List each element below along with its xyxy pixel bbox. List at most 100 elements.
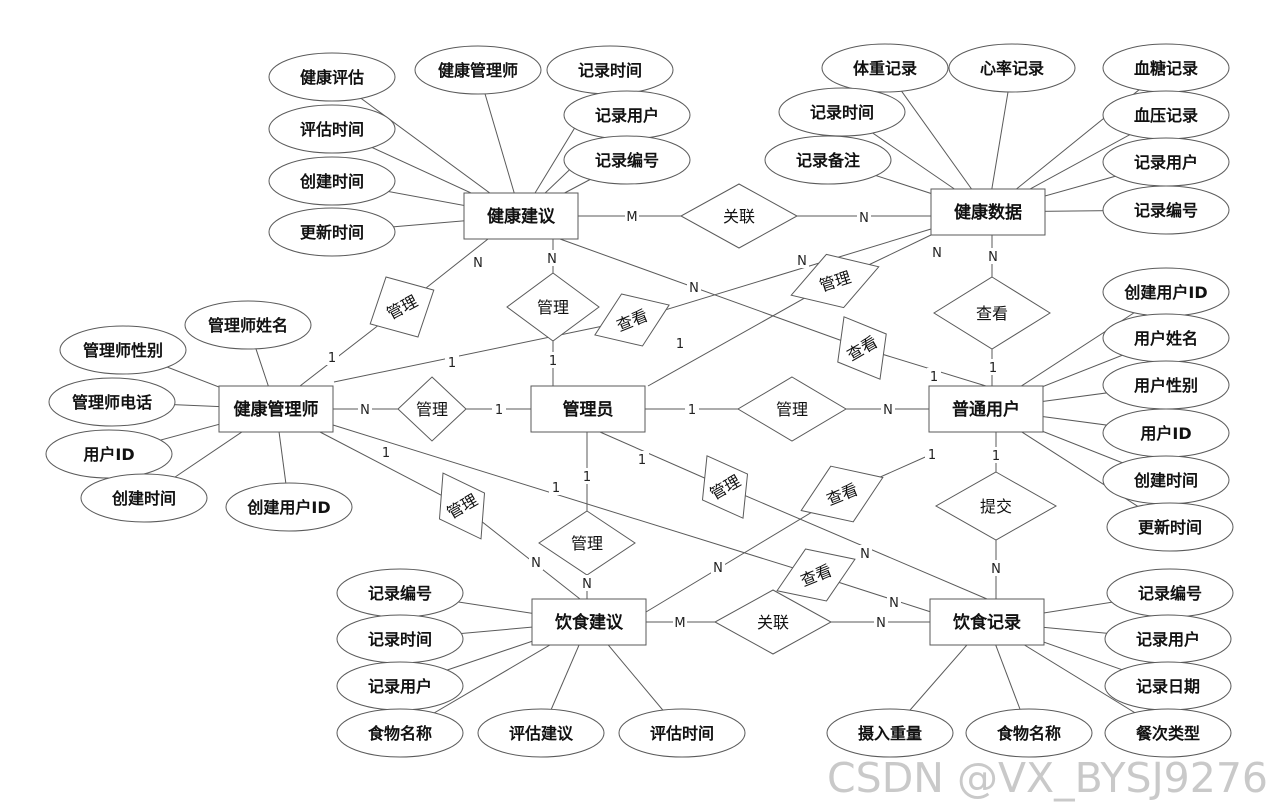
entity-ysjl[interactable]: 饮食记录 [929,598,1045,646]
attribute[interactable]: 食物名称 [965,708,1093,758]
cardinality-label: 1 [549,354,557,369]
attribute[interactable]: 记录用户 [563,90,691,140]
relationship[interactable]: 管理 [538,510,636,576]
relationship[interactable]: 查看 [790,450,894,539]
attribute[interactable]: 体重记录 [821,43,949,93]
relationship[interactable]: 关联 [713,589,833,655]
attribute[interactable]: 创建用户ID [1102,267,1230,317]
attribute-label: 记录编号 [1134,201,1198,220]
attribute[interactable]: 记录备注 [764,135,892,185]
relationship-diamond [679,183,799,249]
relationship[interactable]: 管理 [354,260,449,354]
attribute-label: 更新时间 [1138,518,1202,537]
attribute[interactable]: 管理师姓名 [184,300,312,350]
attribute[interactable]: 用户性别 [1102,360,1230,410]
attribute[interactable]: 管理师电话 [48,377,176,427]
attribute[interactable]: 记录编号 [336,568,464,618]
relationship[interactable]: 管理 [684,443,765,531]
relationship[interactable]: 查看 [584,279,679,361]
attribute-label: 更新时间 [300,223,364,242]
attribute-ellipse [563,135,691,185]
cardinality-bg [887,594,901,610]
attribute[interactable]: 食物名称 [336,708,464,758]
attribute-label: 用户ID [83,445,134,464]
attribute[interactable]: 记录时间 [546,45,674,95]
attribute[interactable]: 管理师性别 [59,325,187,375]
attribute[interactable]: 记录用户 [336,661,464,711]
entity-gly[interactable]: 管理员 [530,385,646,433]
relationship[interactable]: 管理 [506,272,600,342]
attribute-label: 食物名称 [996,724,1061,743]
relationship-link [647,234,932,387]
attribute[interactable]: 记录编号 [563,135,691,185]
relationship[interactable]: 管理 [397,376,467,442]
attribute[interactable]: 更新时间 [1106,502,1234,552]
attribute-ellipse [1102,185,1230,235]
entity-label: 健康建议 [487,206,556,227]
attribute[interactable]: 创建时间 [268,156,396,206]
attribute-ellipse [764,135,892,185]
relationship-label: 管理 [416,400,448,419]
attribute[interactable]: 更新时间 [268,207,396,257]
relationship-label: 提交 [980,497,1012,516]
attribute[interactable]: 评估时间 [268,104,396,154]
relationship[interactable]: 查看 [767,533,866,616]
attribute-ellipse [48,377,176,427]
entity-ysjy[interactable]: 饮食建议 [531,598,647,646]
relationship[interactable]: 查看 [933,276,1051,350]
entity-label: 健康数据 [954,202,1022,223]
attribute[interactable]: 餐次类型 [1104,708,1232,758]
relationship-label: 查看 [976,304,1008,323]
attribute[interactable]: 记录编号 [1102,185,1230,235]
attribute[interactable]: 创建时间 [80,473,208,523]
attribute-ellipse [778,87,906,137]
relationship-diamond [506,272,600,342]
attribute[interactable]: 心率记录 [948,43,1076,93]
attribute-label: 记录用户 [1134,153,1198,172]
attribute[interactable]: 用户ID [45,429,173,479]
attribute-label: 管理师性别 [83,341,163,360]
relationship[interactable]: 查看 [820,303,904,393]
attribute[interactable]: 用户姓名 [1102,313,1230,363]
cardinality-bg [711,559,725,575]
attribute[interactable]: 记录时间 [778,87,906,137]
attribute-ellipse [80,473,208,523]
entity-box [929,598,1045,646]
attribute[interactable]: 创建用户ID [225,482,353,532]
attribute[interactable]: 记录时间 [336,614,464,664]
cardinality-bg [358,401,372,417]
attribute[interactable]: 创建时间 [1102,455,1230,505]
cardinality-label: N [360,403,370,418]
attribute[interactable]: 用户ID [1102,408,1230,458]
cardinality-bg [471,254,485,270]
attribute[interactable]: 评估建议 [477,708,605,758]
attribute[interactable]: 血压记录 [1102,90,1230,140]
relationship[interactable]: 管理 [783,240,888,322]
attribute[interactable]: 记录用户 [1104,614,1232,664]
attribute[interactable]: 记录用户 [1102,137,1230,187]
attribute[interactable]: 健康评估 [268,52,396,102]
cardinality-label: N [531,556,541,571]
relationship[interactable]: 提交 [934,471,1058,541]
attribute[interactable]: 记录日期 [1104,661,1232,711]
attribute[interactable]: 健康管理师 [414,45,542,95]
entity-jksj[interactable]: 健康数据 [930,188,1046,236]
relationship[interactable]: 管理 [737,376,847,442]
attribute-label: 血压记录 [1134,106,1198,125]
attribute-label: 管理师电话 [72,393,152,412]
entity-ptyh[interactable]: 普通用户 [928,385,1044,433]
attribute-label: 记录编号 [368,584,432,603]
cardinality-bg [492,401,506,417]
attribute[interactable]: 摄入重量 [826,708,954,758]
attribute[interactable]: 血糖记录 [1102,43,1230,93]
attribute-label: 健康管理师 [438,61,518,80]
relationship[interactable]: 管理 [420,460,503,552]
entity-jkgls[interactable]: 健康管理师 [218,385,334,433]
cardinality-label: M [674,616,685,631]
attribute[interactable]: 记录编号 [1106,568,1234,618]
relationship[interactable]: 关联 [679,183,799,249]
attribute-label: 记录用户 [1136,630,1200,649]
entity-jkjy[interactable]: 健康建议 [463,192,579,240]
attribute[interactable]: 评估时间 [618,708,746,758]
